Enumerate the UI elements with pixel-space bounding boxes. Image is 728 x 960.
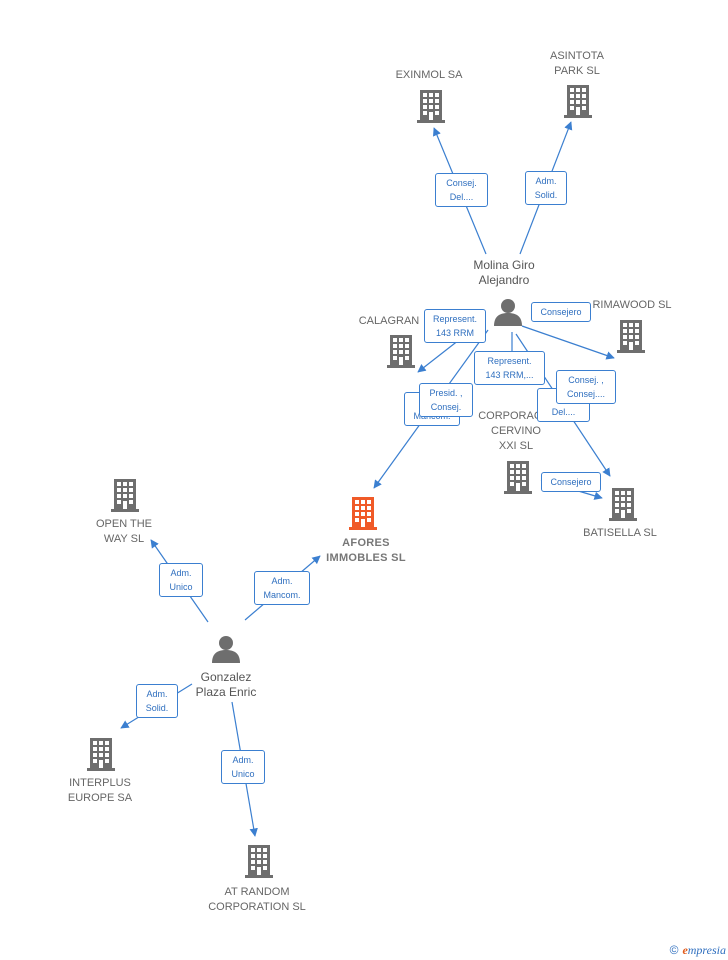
edge-label-presid-consej[interactable]: Presid. , Consej. <box>419 383 473 417</box>
building-icon <box>387 335 415 368</box>
node-label-asintota[interactable]: ASINTOTA PARK SL <box>550 50 604 77</box>
building-icon <box>564 85 592 118</box>
building-icon <box>504 461 532 494</box>
edge-label-adm-unico-openway[interactable]: Adm. Unico <box>159 563 203 597</box>
edge-label-represent-143[interactable]: Represent. 143 RRM <box>424 309 486 343</box>
building-icon <box>417 90 445 123</box>
node-label-interplus[interactable]: INTERPLUS EUROPE SA <box>67 777 133 804</box>
edge-molina-rimawood <box>521 325 615 360</box>
node-label-molina[interactable]: Molina Giro Alejandro <box>473 258 535 287</box>
edge-label-adm-solid[interactable]: Adm. Solid. <box>525 171 567 205</box>
edge-label-consej-del[interactable]: Consej. Del.... <box>435 173 488 207</box>
edge-label-adm-unico-atrandom[interactable]: Adm. Unico <box>221 750 265 784</box>
edge-label-represent-143-more[interactable]: Represent. 143 RRM,... <box>474 351 545 385</box>
node-label-exinmol[interactable]: EXINMOL SA <box>395 69 463 81</box>
building-icon <box>617 320 645 353</box>
copyright-icon: © <box>669 943 679 957</box>
building-icon <box>609 488 637 521</box>
building-icon <box>349 497 377 530</box>
node-label-openway[interactable]: OPEN THE WAY SL <box>95 518 153 545</box>
node-label-corporacion[interactable]: CORPORAC CERVINO XXI SL <box>478 410 542 452</box>
building-icon <box>245 845 273 878</box>
building-icon <box>87 738 115 771</box>
edge-label-consejero-batisella[interactable]: Consejero <box>541 472 601 492</box>
edge-label-adm-solid-interplus[interactable]: Adm. Solid. <box>136 684 178 718</box>
building-icon <box>111 479 139 512</box>
person-icon <box>212 636 240 663</box>
edge-label-consej-consej[interactable]: Consej. , Consej.... <box>556 370 616 404</box>
person-icon <box>494 299 522 326</box>
edge-label-consejero[interactable]: Consejero <box>531 302 591 322</box>
node-label-gonzalez[interactable]: Gonzalez Plaza Enric <box>195 670 257 699</box>
node-label-afores[interactable]: AFORES IMMOBLES SL <box>326 537 406 564</box>
node-label-calagran[interactable]: CALAGRAN <box>358 315 420 327</box>
node-label-atrandom[interactable]: AT RANDOM CORPORATION SL <box>208 886 306 913</box>
edge-label-adm-mancom[interactable]: Adm. Mancom. <box>254 571 310 605</box>
node-label-rimawood[interactable]: RIMAWOOD SL <box>592 299 672 311</box>
brand-logo[interactable]: ©empresia <box>669 943 726 957</box>
node-label-batisella[interactable]: BATISELLA SL <box>583 527 657 539</box>
